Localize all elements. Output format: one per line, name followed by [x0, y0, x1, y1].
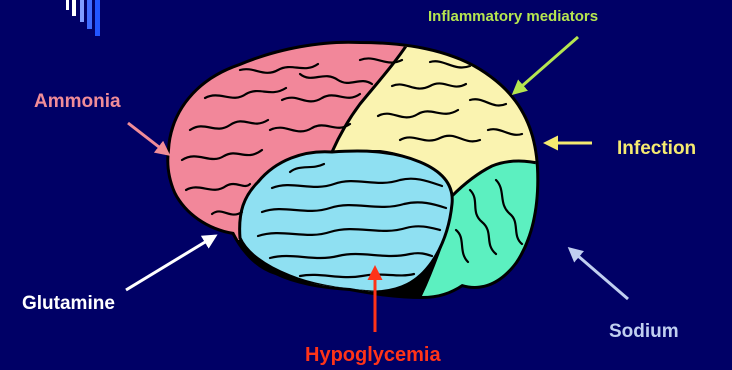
inflammatory-mediators-arrow	[514, 37, 578, 93]
inflammatory-mediators-label: Inflammatory mediators	[428, 9, 598, 24]
brain	[150, 40, 560, 300]
infection-label: Infection	[617, 139, 696, 158]
glutamine-arrow	[126, 236, 215, 290]
ammonia-label: Ammonia	[34, 92, 121, 111]
hypoglycemia-label: Hypoglycemia	[305, 345, 441, 365]
sodium-label: Sodium	[609, 322, 679, 341]
corner-bars-decoration	[66, 0, 100, 36]
glutamine-label: Glutamine	[22, 294, 115, 313]
ammonia-arrow	[128, 123, 168, 154]
sodium-arrow	[570, 249, 628, 299]
